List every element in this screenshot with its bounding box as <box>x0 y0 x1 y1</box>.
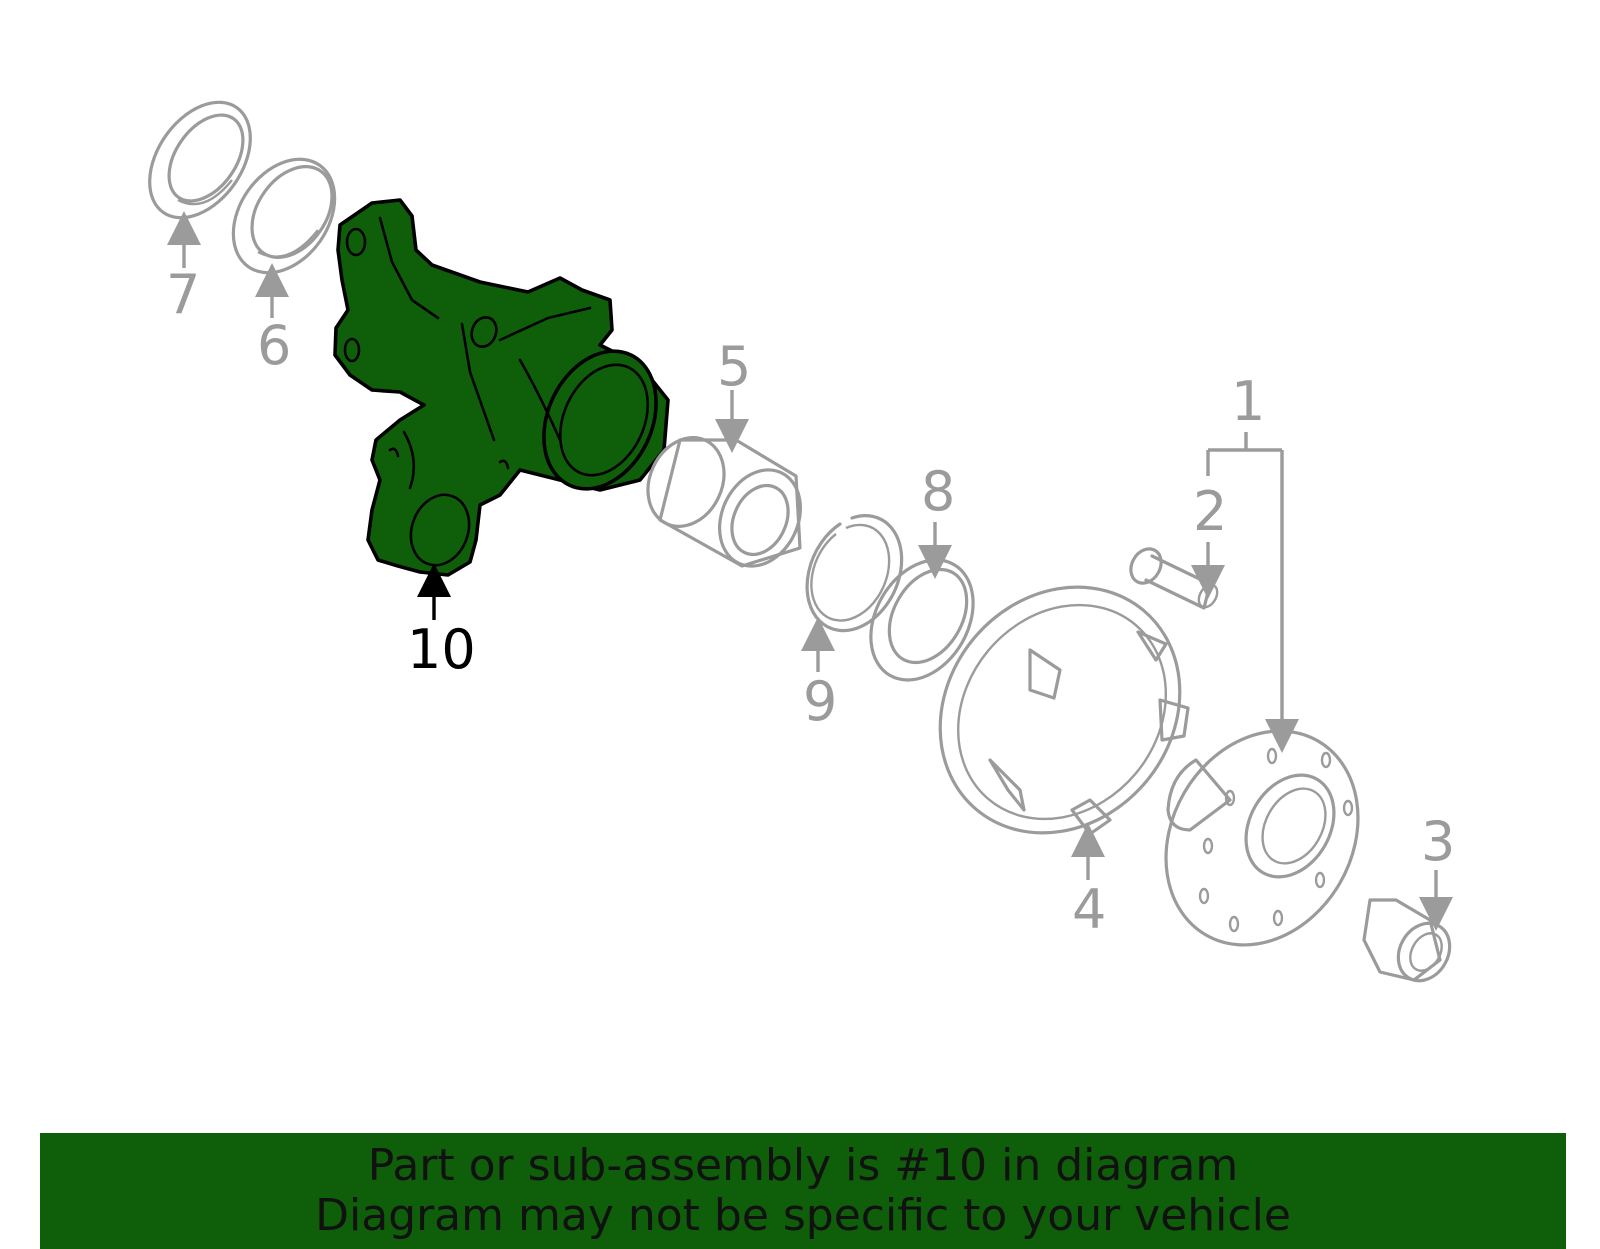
callout-9: 9 <box>803 670 837 733</box>
callout-8: 8 <box>921 460 955 523</box>
callout-7: 7 <box>166 263 200 326</box>
part-8-seal[interactable] <box>850 542 994 699</box>
callout-6: 6 <box>257 314 291 377</box>
part-7-seal[interactable] <box>129 83 271 236</box>
part-4-tone-ring[interactable] <box>891 538 1230 881</box>
callout-3: 3 <box>1421 810 1455 873</box>
part-3-nut[interactable] <box>1362 898 1460 990</box>
callout-10: 10 <box>407 618 476 681</box>
part-10-knuckle[interactable] <box>333 198 678 577</box>
part-5-bearing[interactable] <box>634 425 816 579</box>
banner-line-2: Diagram may not be specific to your vehi… <box>315 1190 1291 1241</box>
callout-5: 5 <box>717 335 751 398</box>
info-banner: Part or sub-assembly is #10 in diagram D… <box>40 1133 1566 1249</box>
callout-2: 2 <box>1193 480 1227 543</box>
part-9-snap-ring[interactable] <box>805 514 904 633</box>
callout-4: 4 <box>1072 878 1106 941</box>
part-1-hub[interactable] <box>1128 696 1396 980</box>
leader-1 <box>1206 432 1282 736</box>
part-6-race[interactable] <box>212 140 355 292</box>
banner-line-1: Part or sub-assembly is #10 in diagram <box>367 1140 1239 1191</box>
callout-1: 1 <box>1231 370 1265 433</box>
